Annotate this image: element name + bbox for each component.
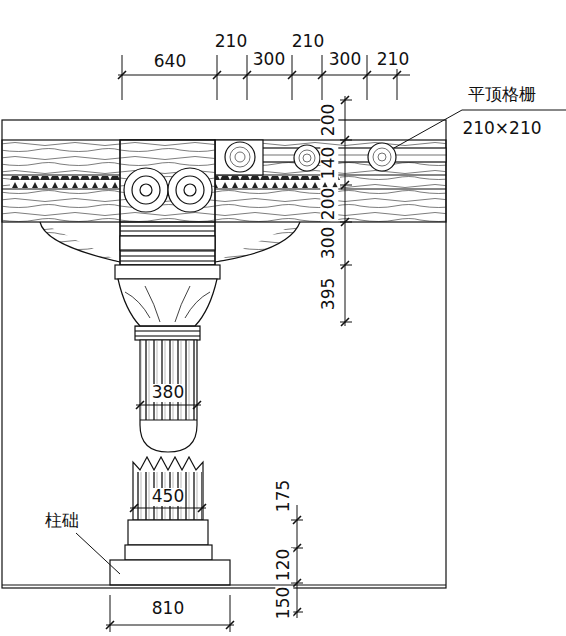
dimension: 395: [320, 277, 338, 311]
dimension: 810: [151, 600, 185, 618]
dimension: 140: [320, 146, 338, 180]
dimension: 300: [328, 51, 362, 69]
dimension: 450: [151, 488, 185, 506]
dimension: 200: [320, 187, 338, 221]
dimension: 210: [291, 33, 325, 51]
dimension: 300: [320, 226, 338, 260]
dimension: 300: [252, 51, 286, 69]
dimension: 175: [275, 479, 293, 513]
part-size: 210×210: [461, 120, 542, 138]
dimension: 380: [151, 384, 185, 402]
dimension: 150: [275, 586, 293, 620]
part-name: 平顶格栅: [467, 86, 537, 104]
part-name: 柱础: [44, 512, 80, 530]
dimension: 200: [320, 103, 338, 137]
dimension: 120: [275, 548, 293, 582]
dimension: 210: [214, 33, 248, 51]
dimension: 640: [153, 53, 187, 71]
dimension: 210: [376, 51, 410, 69]
